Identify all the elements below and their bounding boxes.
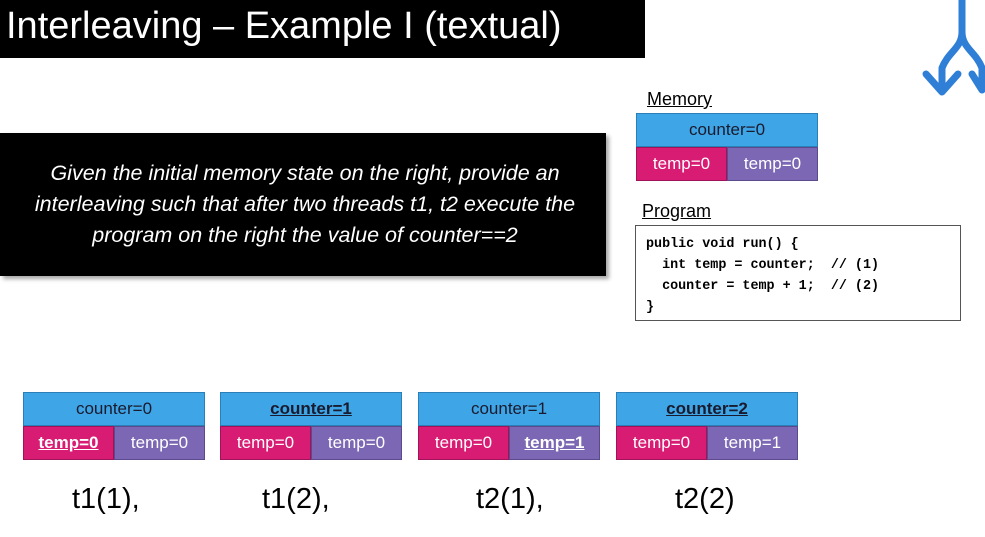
code-line: public void run() { [646, 237, 799, 252]
memory-t1-temp-cell: temp=0 [636, 147, 727, 181]
step-label: t2(2) [675, 483, 735, 515]
state-counter-cell: counter=1 [220, 392, 402, 426]
state-counter-cell: counter=0 [23, 392, 205, 426]
code-line: counter = temp + 1; // (2) [646, 279, 880, 294]
code-line: int temp = counter; // (1) [646, 258, 880, 273]
memory-label: Memory [647, 89, 713, 109]
state-t1-temp-cell: temp=0 [616, 426, 707, 460]
memory-state-2: counter=1 temp=0 temp=0 [220, 392, 402, 462]
memory-counter-cell: counter=0 [636, 113, 818, 147]
state-t1-temp-cell: temp=0 [23, 426, 114, 460]
initial-memory: counter=0 temp=0 temp=0 [636, 113, 818, 183]
memory-t2-temp-cell: temp=0 [727, 147, 818, 181]
step-label: t2(1), [476, 483, 544, 515]
program-code-box: public void run() { int temp = counter; … [635, 225, 961, 321]
question-box: Given the initial memory state on the ri… [0, 133, 606, 276]
state-counter-cell: counter=2 [616, 392, 798, 426]
slide-title: Interleaving – Example I (textual) [0, 0, 645, 58]
memory-state-3: counter=1 temp=0 temp=1 [418, 392, 600, 462]
memory-state-1: counter=0 temp=0 temp=0 [23, 392, 205, 462]
step-label: t1(2), [262, 483, 330, 515]
program-code: public void run() { int temp = counter; … [646, 234, 960, 318]
state-t2-temp-cell: temp=0 [311, 426, 402, 460]
memory-state-4: counter=2 temp=0 temp=1 [616, 392, 798, 462]
step-label: t1(1), [72, 483, 140, 515]
fork-arrows-icon [922, 0, 985, 96]
state-t1-temp-cell: temp=0 [220, 426, 311, 460]
question-text: Given the initial memory state on the ri… [34, 161, 576, 247]
state-t1-temp-cell: temp=0 [418, 426, 509, 460]
state-t2-temp-cell: temp=1 [707, 426, 798, 460]
program-label: Program [642, 201, 712, 221]
state-counter-cell: counter=1 [418, 392, 600, 426]
state-t2-temp-cell: temp=0 [114, 426, 205, 460]
state-t2-temp-cell: temp=1 [509, 426, 600, 460]
code-line: } [646, 300, 655, 315]
